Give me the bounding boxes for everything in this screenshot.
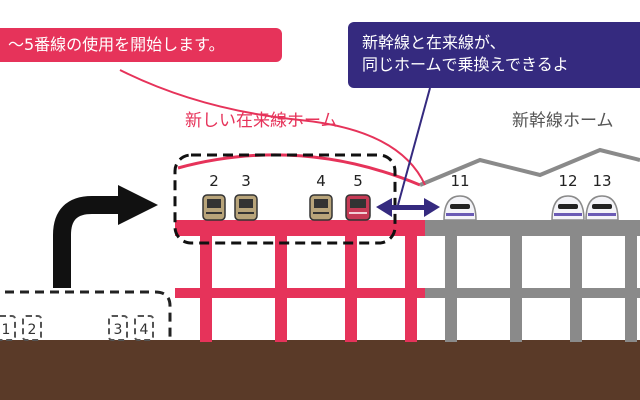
local-train-icon [309, 194, 333, 221]
new-platform-highlight [173, 153, 397, 245]
ground [0, 340, 640, 400]
new-platform-structure [175, 220, 425, 342]
old-track-number: 4 [134, 315, 154, 341]
local-train-icon [345, 194, 371, 221]
local-train-icon [202, 194, 226, 221]
shinkansen-icon [443, 195, 477, 221]
track-number: 4 [316, 172, 326, 190]
new-platform-roof [177, 153, 421, 187]
track-number: 5 [353, 172, 363, 190]
callout-transfer: 新幹線と在来線が、 同じホームで乗換えできるよ [348, 22, 640, 88]
track-number: 13 [592, 172, 612, 190]
shinkansen-roof [419, 147, 640, 187]
old-track-number: 2 [22, 315, 42, 341]
track-number: 3 [241, 172, 251, 190]
double-arrow-icon [376, 198, 440, 217]
new-platform-label: 新しい在来線ホーム [185, 111, 338, 131]
old-track-number: 1 [0, 315, 16, 341]
callout-transfer-line1: 新幹線と在来線が、 [362, 33, 506, 52]
old-track-number: 3 [108, 315, 128, 341]
callout-new-lines: ～5番線の使用を開始します。 [0, 28, 282, 62]
old-tracks-highlight [0, 290, 172, 342]
callout-new-lines-text: ～5番線の使用を開始します。 [8, 35, 225, 54]
track-number: 11 [450, 172, 470, 190]
shinkansen-platform-structure [425, 220, 640, 342]
shinkansen-icon [551, 195, 585, 221]
track-number: 12 [558, 172, 578, 190]
track-number: 2 [209, 172, 219, 190]
shinkansen-platform-label: 新幹線ホーム [512, 111, 614, 131]
curved-arrow-icon [53, 185, 158, 288]
local-train-icon [234, 194, 258, 221]
callout-red-pointer [119, 69, 426, 186]
callout-blue-pointer [397, 87, 431, 206]
shinkansen-icon [585, 195, 619, 221]
callout-transfer-line2: 同じホームで乗換えできるよ [362, 55, 569, 74]
